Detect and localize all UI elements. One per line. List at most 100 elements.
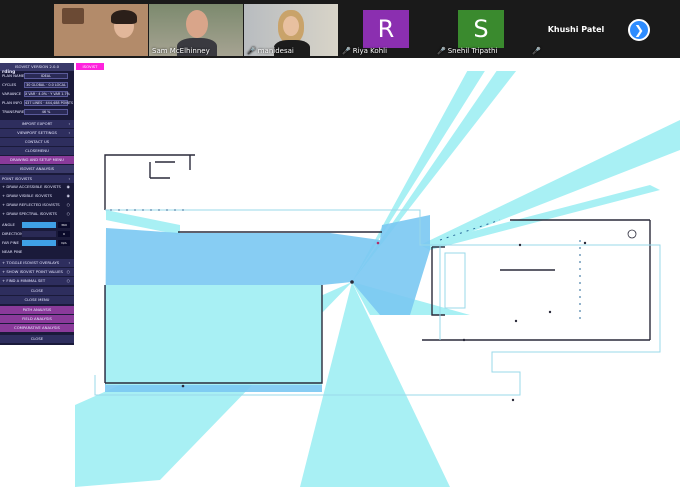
- toggle-overlays-option[interactable]: + TOGGLE ISOVIST OVERLAYS‹: [0, 258, 74, 267]
- isovist-tab[interactable]: ISOVIST: [76, 63, 104, 70]
- participant-tile[interactable]: Sam McElhinney: [149, 4, 243, 56]
- isovist-ray: [420, 185, 660, 250]
- participant-video: [177, 38, 217, 56]
- plan-wall: [104, 154, 195, 210]
- isovist-field: [75, 71, 680, 487]
- section-label: rding: [2, 70, 16, 75]
- participant-tile[interactable]: Khushi Patel 🎤: [529, 4, 623, 56]
- field-value[interactable]: X VAR · 4.0% · Y VAR 1.7%: [24, 91, 70, 97]
- field-analysis-button[interactable]: FIELD ANALYSIS: [0, 315, 74, 323]
- participant-name: 🎤Snehil Tripathi: [437, 47, 498, 55]
- slider-value: 0: [58, 231, 70, 237]
- draw-spectral-option[interactable]: + DRAW SPECTRAL ISOVISTS○: [2, 211, 70, 216]
- viewport-settings-button[interactable]: VIEWPORT SETTINGS‹: [0, 128, 74, 137]
- isovist-analysis-header: ISOVIST ANALYSIS: [0, 165, 74, 173]
- participant-video: [111, 10, 137, 24]
- participant-avatar: R: [363, 10, 409, 48]
- import-export-button[interactable]: IMPORT EXPORT‹: [0, 119, 74, 128]
- radio-empty-icon[interactable]: ○: [66, 278, 70, 283]
- isovist-region: [106, 285, 322, 385]
- muted-mic-icon: 🎤: [342, 47, 351, 55]
- plan-room: [444, 252, 466, 309]
- field-value[interactable]: 30 GLOBAL · 0.0 LOCAL: [24, 82, 68, 88]
- find-minimal-set-option[interactable]: + FIND A MINIMAL SET○: [0, 276, 74, 285]
- chevron-left-icon: ‹: [68, 260, 70, 265]
- near-pine-slider[interactable]: NEAR PINE: [2, 249, 23, 254]
- draw-visible-option[interactable]: + DRAW VISIBLE ISOVISTS◉: [2, 193, 70, 198]
- slider-value: 360: [58, 222, 70, 228]
- close-menu-button[interactable]: CLOSEMENU: [0, 146, 74, 155]
- point-marker: [181, 384, 185, 388]
- isovist-ray: [106, 210, 180, 235]
- slider-track[interactable]: [22, 222, 56, 228]
- participant-video: [62, 8, 84, 24]
- radio-empty-icon[interactable]: ○: [66, 269, 70, 274]
- close-button[interactable]: CLOSE: [0, 286, 74, 295]
- show-point-values-option[interactable]: + SHOW ISOVIST POINT VALUES○: [0, 267, 74, 276]
- observer-point[interactable]: [350, 280, 354, 284]
- isovist-ray: [300, 282, 450, 487]
- participant-tile[interactable]: [54, 4, 148, 56]
- slider-track[interactable]: [22, 231, 56, 237]
- participant-video: [274, 40, 310, 56]
- version-header: ISOVIST VERSION 2.0.0: [0, 63, 74, 71]
- radio-empty-icon[interactable]: ○: [66, 211, 70, 216]
- slider-track[interactable]: [22, 240, 56, 246]
- path-analysis-button[interactable]: PATH ANALYSIS: [0, 306, 74, 314]
- floor-plan: [104, 154, 651, 384]
- drawing-setup-menu-button[interactable]: DRAWING AND SETUP MENU: [0, 156, 74, 164]
- participant-video: [283, 16, 299, 36]
- draw-reflected-option[interactable]: + DRAW REFLECTED ISOVISTS○: [2, 202, 70, 207]
- field-value[interactable]: IDEAL: [24, 73, 68, 79]
- plan-wall: [105, 285, 323, 384]
- draw-accessible-option[interactable]: + DRAW ACCESSIBLE ISOVISTS◉: [2, 184, 70, 189]
- plan-wall: [431, 247, 445, 316]
- participant-name-large: Khushi Patel: [547, 25, 605, 34]
- chevron-left-icon: ‹: [68, 121, 70, 126]
- participant-name: 🎤manidesai: [247, 47, 294, 55]
- field-value[interactable]: 46 %: [24, 109, 68, 115]
- close-menu-button[interactable]: CLOSE MENU: [0, 295, 74, 304]
- radio-selected-icon[interactable]: ◉: [66, 193, 70, 198]
- close-panel-button[interactable]: CLOSE: [0, 334, 74, 343]
- contact-us-button[interactable]: CONTACT US: [0, 137, 74, 146]
- plan-canvas[interactable]: [75, 71, 680, 489]
- point-marker: [548, 310, 552, 314]
- plan-boundary: [94, 209, 661, 396]
- slider-value: N/A: [58, 240, 70, 246]
- point-marker: [518, 243, 522, 247]
- radio-empty-icon[interactable]: ○: [66, 202, 70, 207]
- point-isovists-header[interactable]: POINT ISOVISTS‹: [0, 174, 74, 183]
- participant-tile[interactable]: R 🎤Riya Kohli: [339, 4, 433, 56]
- column-marker: [627, 229, 637, 239]
- chevron-left-icon: ‹: [68, 130, 70, 135]
- next-page-button[interactable]: ❯: [628, 19, 650, 41]
- muted-mic-icon: 🎤: [437, 47, 446, 55]
- participant-name: Sam McElhinney: [152, 47, 210, 55]
- muted-mic-icon: 🎤: [532, 47, 541, 55]
- comparative-analysis-button[interactable]: COMPARATIVE ANALYSIS: [0, 324, 74, 332]
- plan-details: [110, 209, 637, 402]
- participant-video: [186, 10, 208, 38]
- participant-tile[interactable]: S 🎤Snehil Tripathi: [434, 4, 528, 56]
- muted-mic-icon: 🎤: [247, 47, 256, 55]
- participant-video-strip: Sam McElhinney 🎤manidesai R 🎤Riya Kohli …: [0, 0, 680, 58]
- field-value[interactable]: 437 LINES · 444,488 POINTS: [24, 100, 74, 106]
- participant-tile[interactable]: 🎤manidesai: [244, 4, 338, 56]
- radio-selected-icon[interactable]: ◉: [66, 184, 70, 189]
- point-marker: [583, 241, 587, 245]
- plan-outline: [94, 209, 661, 396]
- isovist-ray: [420, 120, 680, 248]
- point-marker: [514, 319, 518, 323]
- participant-avatar: S: [458, 10, 504, 48]
- participant-name: 🎤Riya Kohli: [342, 47, 388, 55]
